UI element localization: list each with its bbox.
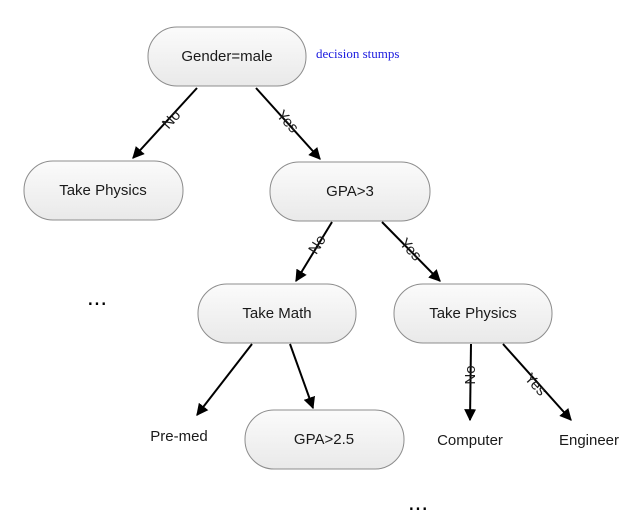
ellipsis-left: ... xyxy=(87,284,107,311)
ellipsis-bottom: ... xyxy=(408,489,428,516)
node-gender-male-label: Gender=male xyxy=(181,48,272,65)
node-gpa3-label: GPA>3 xyxy=(326,183,374,200)
node-take-physics-right-label: Take Physics xyxy=(429,305,517,322)
node-gender-male: Gender=male xyxy=(147,26,307,87)
decision-stumps-annotation: decision stumps xyxy=(316,46,399,61)
edge-label-root-no: No xyxy=(159,107,184,133)
edge-math-gpa25 xyxy=(289,343,315,410)
node-take-physics-right: Take Physics xyxy=(393,283,553,344)
node-take-math-label: Take Math xyxy=(242,305,311,322)
node-gpa25: GPA>2.5 xyxy=(244,409,405,470)
edge-physics-yes xyxy=(502,343,572,421)
edge-label-gpa3-no: No xyxy=(305,232,330,257)
node-take-physics-left: Take Physics xyxy=(23,160,184,221)
edge-root-yes xyxy=(255,87,321,160)
node-gpa25-label: GPA>2.5 xyxy=(294,431,354,448)
leaf-premed: Pre-med xyxy=(150,428,208,445)
node-gpa3: GPA>3 xyxy=(269,161,431,222)
leaf-engineer: Engineer xyxy=(559,432,619,449)
edge-math-premed xyxy=(196,343,253,416)
edge-gpa3-yes xyxy=(381,221,441,282)
leaf-computer: Computer xyxy=(437,432,503,449)
edge-physics-no xyxy=(464,343,477,422)
edge-gpa3-no xyxy=(295,221,333,283)
edge-root-no xyxy=(132,87,198,159)
node-take-physics-left-label: Take Physics xyxy=(59,182,147,199)
edge-label-physics-no: No xyxy=(462,365,479,384)
node-take-math: Take Math xyxy=(197,283,357,344)
edge-label-physics-yes: Yes xyxy=(521,370,550,400)
